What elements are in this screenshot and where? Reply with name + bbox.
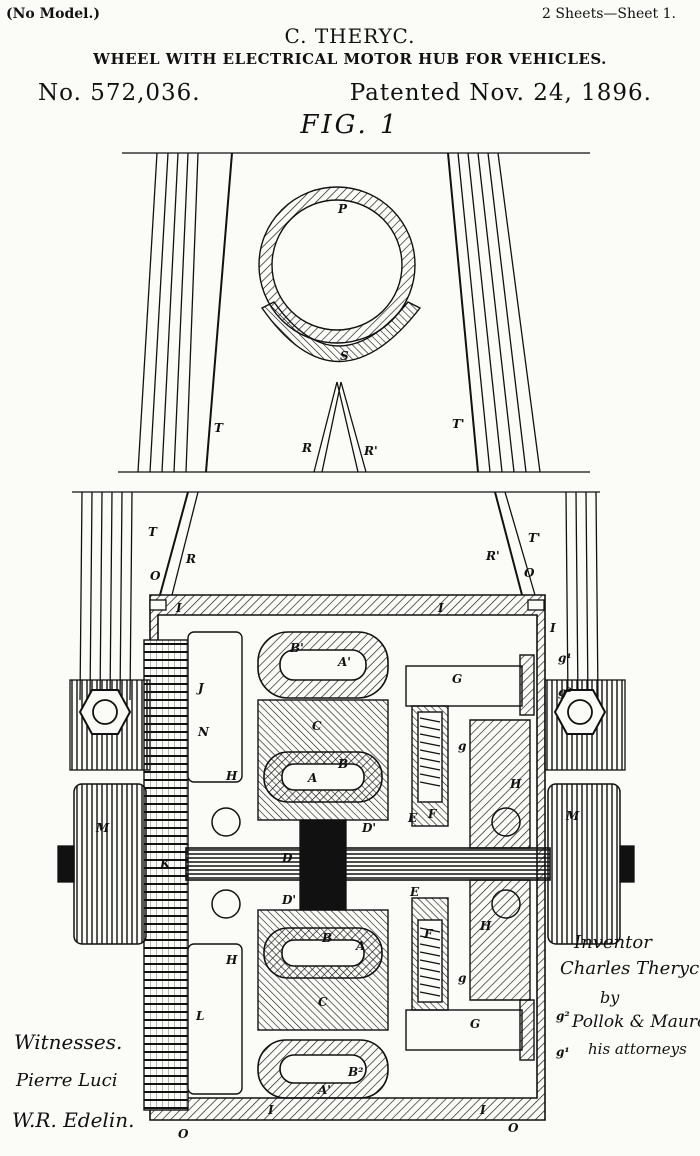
coils-a-b [257, 631, 389, 1099]
ref-g2-lower: g² [556, 1009, 570, 1023]
ref-h-lower-left: H [225, 953, 238, 967]
tire-seat-s [260, 301, 422, 363]
gear-ring-k [143, 639, 189, 1111]
ref-n: N [197, 725, 210, 739]
sheet-number: 2 Sheets—Sheet 1. [542, 6, 676, 22]
drum-m-left [57, 783, 147, 945]
ref-l: L [195, 1009, 204, 1023]
no-model-label: (No Model.) [6, 6, 100, 22]
rim-t-left [137, 152, 233, 473]
by-label: by [600, 988, 620, 1007]
ref-f-upper: F [427, 807, 438, 821]
spokes-r [313, 381, 367, 473]
ref-o-bottom-left: O [178, 1127, 189, 1141]
axle-d [185, 847, 551, 881]
witness-signature-1: Pierre Luci [16, 1070, 118, 1091]
tire-p [258, 186, 416, 344]
inventor-heading: C. THERYC. [284, 24, 416, 48]
ref-k: K [159, 857, 171, 871]
inventor-signature: Charles Theryc [560, 958, 700, 979]
ref-g1-lower: g¹ [556, 1045, 570, 1059]
ref-e-lower: E [409, 885, 420, 899]
drum-m-right [547, 783, 635, 945]
ref-g-small-lower: g [458, 971, 466, 985]
ref-r-prime-upper: R' [363, 444, 378, 458]
ref-m-left: M [95, 821, 110, 835]
ref-a-upper: A [307, 771, 317, 785]
ref-e-upper: E [407, 811, 418, 825]
ref-i-left: I [175, 601, 182, 615]
ref-g-upper: G [452, 672, 462, 686]
patent-title: WHEEL WITH ELECTRICAL MOTOR HUB FOR VEHI… [93, 50, 607, 68]
brush-holders-f-g [405, 654, 535, 1061]
ref-d-prime-upper: D' [361, 821, 376, 835]
ref-b2: B² [347, 1065, 363, 1079]
ref-d-prime-lower: D' [281, 893, 296, 907]
witness-signature-2: W.R. Edelin. [12, 1108, 135, 1132]
ref-h-upper-right: H [509, 777, 522, 791]
ref-r-lower: R [185, 552, 196, 566]
ref-s: S [340, 349, 349, 363]
ref-o-top-left: O [150, 569, 161, 583]
bolt-nut-right [544, 679, 626, 771]
patent-date: Patented Nov. 24, 1896. [349, 80, 652, 106]
lower-assembly [57, 491, 635, 1121]
end-plates-h [187, 631, 531, 1095]
reference-letters: P S R R' T T' T T' R R' O O I I I J N H … [95, 202, 580, 1141]
ref-c-upper: C [312, 719, 322, 733]
ref-m-right: M [565, 809, 580, 823]
attorney-signature: Pollok & Mauro [572, 1012, 700, 1032]
inventor-label: Inventor [574, 932, 652, 953]
lower-rim-right [565, 491, 599, 701]
ref-g2-upper: g² [558, 685, 572, 699]
ref-p: P [337, 202, 348, 216]
ref-i-top: I [437, 601, 444, 615]
ref-f-lower: F [423, 927, 434, 941]
ref-i-bottom-right: I [479, 1103, 486, 1117]
ref-j: J [196, 681, 205, 695]
ref-o-top-right: O [524, 566, 535, 580]
upper-rim-section [118, 152, 590, 473]
lower-rim-left [79, 491, 133, 701]
ref-r-upper: R [301, 441, 312, 455]
ref-a-lower: A [355, 939, 365, 953]
witnesses-label: Witnesses. [14, 1030, 123, 1054]
ref-t-lower: T [148, 525, 158, 539]
ref-t-upper: T [214, 421, 224, 435]
rim-t-right [447, 152, 541, 473]
ref-a-prime-bottom: A' [317, 1083, 331, 1097]
ref-h-lower-right: H [479, 919, 492, 933]
ref-g-lower: G [470, 1017, 480, 1031]
ref-d: D [281, 851, 293, 865]
ref-b-lower: B [321, 931, 332, 945]
ref-g1-upper: g¹ [558, 651, 572, 665]
ref-i-bottom-left: I [267, 1103, 274, 1117]
ref-b-upper: B [337, 757, 348, 771]
ref-r-prime-lower: R' [485, 549, 500, 563]
ref-t-prime-lower: T' [528, 531, 541, 545]
ref-a-prime-top: A' [337, 655, 351, 669]
ref-t-prime-upper: T' [452, 417, 465, 431]
bolt-nut-left [69, 679, 151, 771]
ref-i-right: I [549, 621, 556, 635]
figure-label: FIG. 1 [300, 110, 400, 140]
ref-g-small-upper: g [458, 739, 466, 753]
ref-h-upper-left: H [225, 769, 238, 783]
ref-o-bottom-right: O [508, 1121, 519, 1135]
attorney-label: his attorneys [588, 1040, 687, 1058]
patent-number: No. 572,036. [38, 80, 201, 106]
ref-b-prime-top: B' [289, 641, 304, 655]
ref-c-lower: C [318, 995, 328, 1009]
